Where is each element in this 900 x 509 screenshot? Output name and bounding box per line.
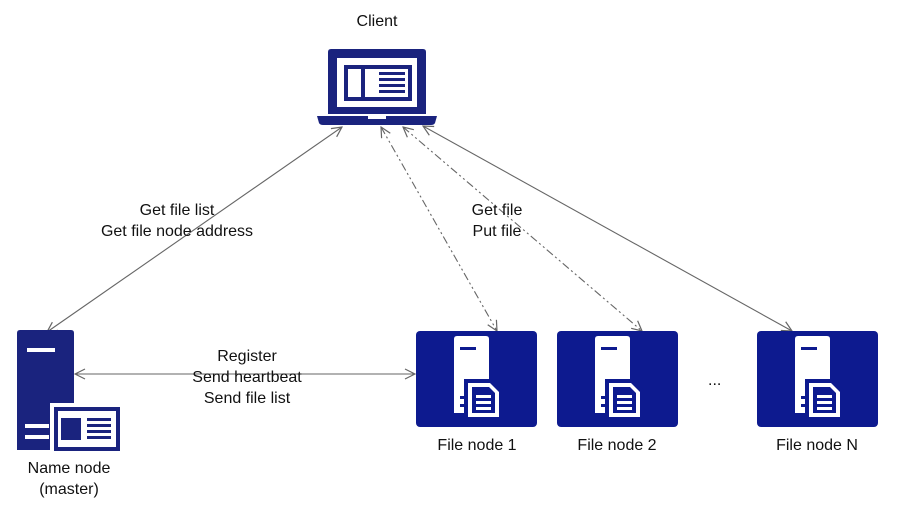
ellipsis: ... xyxy=(708,372,722,389)
edge-label-line: Send heartbeat xyxy=(192,369,302,386)
edge-client-filenodeN xyxy=(423,126,792,331)
edge-label-line: Put file xyxy=(472,223,522,240)
edge-label-line: Send file list xyxy=(203,390,291,407)
server-with-document-icon xyxy=(17,330,121,452)
server-file-icon xyxy=(757,331,878,427)
edge-label-line: Get file list xyxy=(139,202,215,219)
edge-client-filenodes-label: Get file Put file xyxy=(472,200,523,242)
name-node-title: Name node xyxy=(27,460,111,477)
edge-namenode-filenodes-label: Register Send heartbeat Send file list xyxy=(192,346,301,409)
file-node-1-label: File node 1 xyxy=(437,437,517,454)
edge-label-line: Register xyxy=(217,348,277,365)
server-file-icon xyxy=(416,331,537,427)
server-file-icon xyxy=(557,331,678,427)
file-node-2-label: File node 2 xyxy=(577,437,657,454)
edge-client-namenode xyxy=(47,127,342,332)
name-node-label: Name node (master) xyxy=(28,458,111,500)
edge-label-line: Get file xyxy=(471,202,523,219)
file-node-n-label: File node N xyxy=(776,437,858,454)
client-label: Client xyxy=(356,13,398,30)
edge-label-line: Get file node address xyxy=(100,223,254,240)
name-node-subtitle: (master) xyxy=(39,481,99,498)
laptop-icon xyxy=(317,49,437,125)
edge-client-namenode-label: Get file list Get file node address xyxy=(101,200,253,242)
